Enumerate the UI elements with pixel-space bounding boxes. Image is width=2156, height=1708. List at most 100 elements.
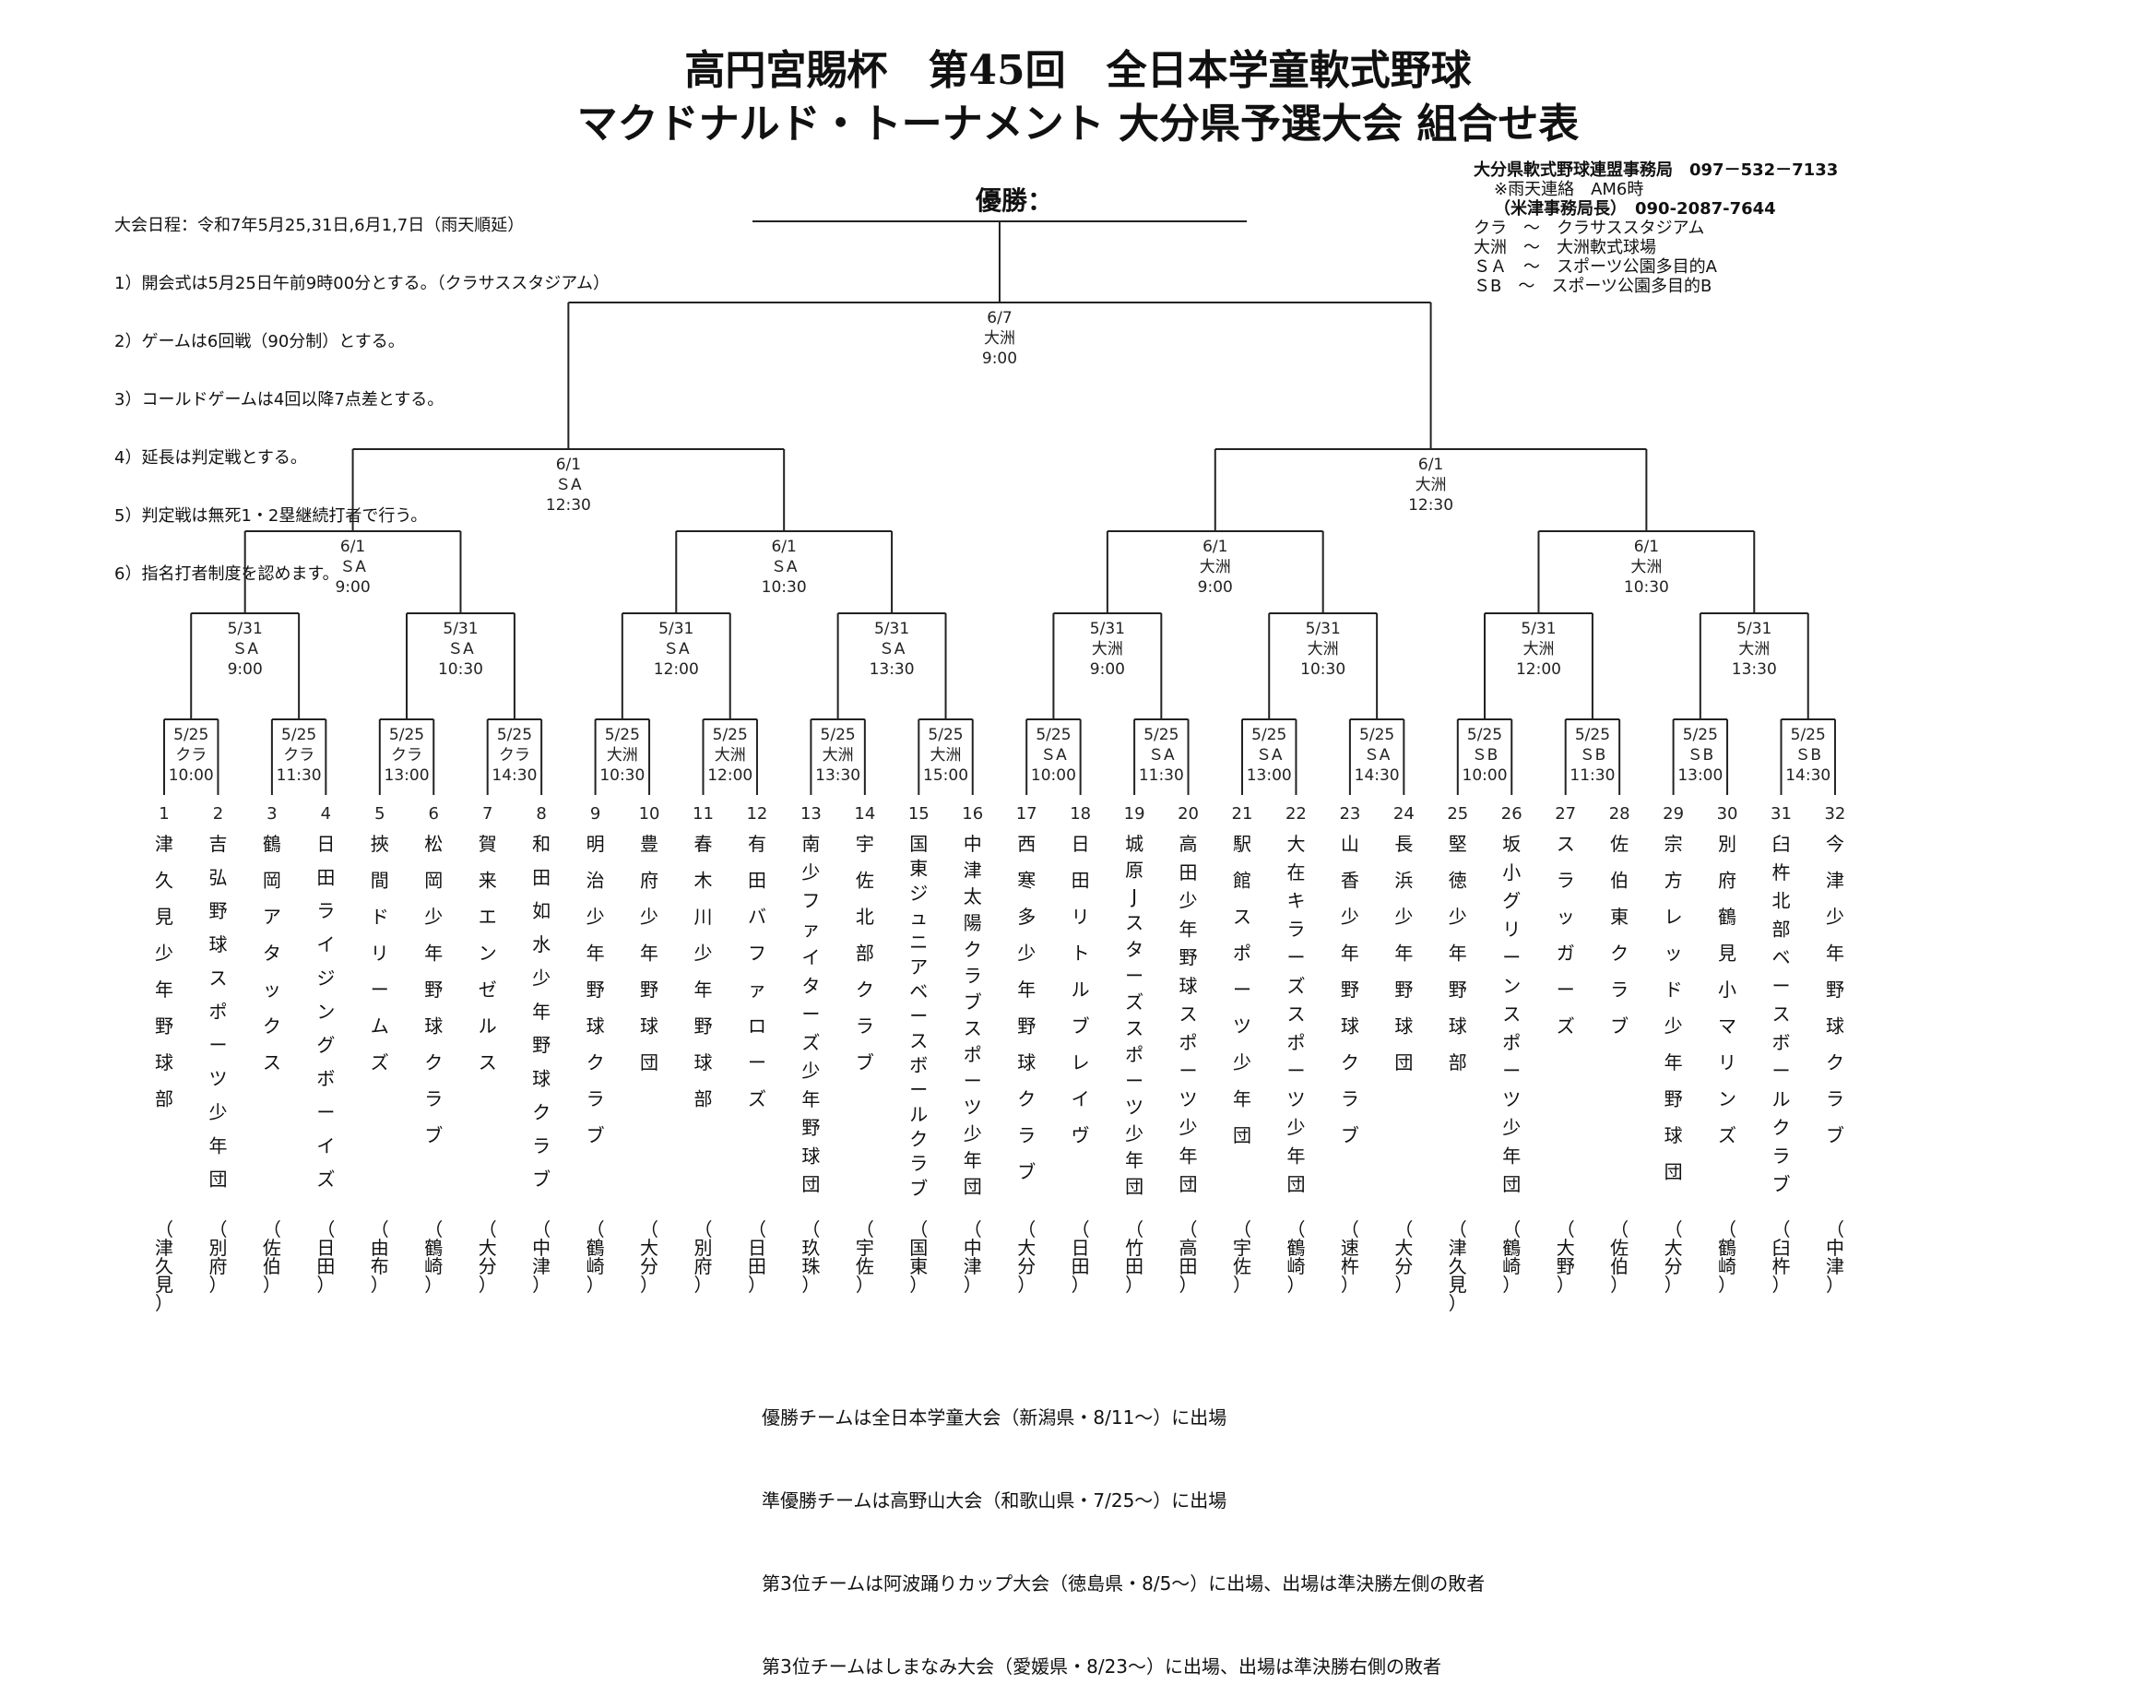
final-match-time: 9:00 [982, 350, 1017, 368]
rule-line: 5）判定戦は無死1・2塁継続打者で行う。 [114, 506, 428, 526]
team-area: （鶴崎） [424, 1218, 443, 1296]
team-number: 25 [1447, 804, 1468, 824]
team-number: 18 [1070, 804, 1091, 824]
team-name: 佐伯東クラブ [1610, 833, 1629, 1038]
semifinal-match-date: 6/1 [1418, 456, 1443, 474]
round1-match-time: 11:30 [1570, 766, 1615, 785]
team-number: 30 [1717, 804, 1738, 824]
round2-match-date: 5/31 [1521, 620, 1556, 638]
round1-match-venue: クラ [499, 746, 530, 765]
team-name: 西寒多少年野球クラブ [1017, 833, 1036, 1183]
team-number: 28 [1609, 804, 1630, 824]
team-name: 春木川少年野球部 [694, 833, 713, 1110]
round1-match-time: 13:00 [1677, 766, 1723, 785]
team-area: （大分） [640, 1218, 658, 1296]
team-area: （速杵） [1341, 1218, 1359, 1296]
round2-match-date: 5/31 [1090, 620, 1125, 638]
team-name: 鶴岡アタックス [263, 833, 281, 1073]
round1-match-venue: ＳB [1580, 746, 1606, 765]
champion-label: 優勝： [975, 185, 1053, 216]
team-number: 16 [962, 804, 983, 824]
team-name: 宗方レッド少年野球団 [1664, 833, 1683, 1183]
round2-match-venue: ＳA [663, 640, 690, 658]
quarterfinal-match-time: 10:30 [762, 578, 807, 597]
team-area: （鶴崎） [1718, 1218, 1736, 1296]
round1-match-date: 5/25 [713, 726, 748, 744]
team-number: 8 [536, 804, 546, 824]
team-name: 宇佐北部クラブ [856, 833, 874, 1073]
qualification-notes: 優勝チームは全日本学童大会（新潟県・8/11～）に出場 準優勝チームは高野山大会… [762, 1348, 1485, 1708]
round1-match-time: 11:30 [277, 766, 322, 785]
team-number: 10 [639, 804, 660, 824]
round1-match-time: 14:30 [1355, 766, 1400, 785]
team-area: （別府） [208, 1218, 227, 1296]
team-number: 1 [159, 804, 169, 824]
team-area: （宇佐） [1233, 1218, 1251, 1296]
quarterfinal-match-date: 6/1 [1634, 538, 1659, 556]
quarterfinal-match-venue: 大洲 [1200, 558, 1231, 576]
note-line: 準優勝チームは高野山大会（和歌山県・7/25～）に出場 [762, 1489, 1227, 1512]
round1-match-venue: ＳB [1795, 746, 1821, 765]
quarterfinal-match-venue: 大洲 [1630, 558, 1662, 576]
round2-match-time: 10:30 [438, 660, 483, 679]
note-line: 第3位チームはしまなみ大会（愛媛県・8/23～）に出場、出場は準決勝右側の敗者 [762, 1655, 1442, 1678]
round1-match-time: 13:30 [815, 766, 860, 785]
semifinal-match-venue: 大洲 [1416, 476, 1447, 494]
title-line-1: 高円宮賜杯 第45回 全日本学童軟式野球 [684, 47, 1472, 94]
round1-match-venue: 大洲 [607, 746, 638, 765]
team-number: 27 [1555, 804, 1576, 824]
team-area: （中津） [532, 1218, 551, 1296]
note-line: 優勝チームは全日本学童大会（新潟県・8/11～）に出場 [762, 1406, 1227, 1429]
team-number: 15 [908, 804, 930, 824]
venue-legend-item: ＳB ～ スポーツ公園多目的B [1474, 277, 1712, 296]
tournament-bracket: 5/25クラ10:005/25クラ11:305/25クラ13:005/25クラ1… [155, 220, 1845, 1314]
round1-match-date: 5/25 [497, 726, 532, 744]
team-name: 吉弘野球スポーツ少年団 [208, 833, 227, 1191]
team-area: （別府） [694, 1218, 713, 1296]
team-number: 26 [1501, 804, 1522, 824]
team-area: （高田） [1179, 1218, 1198, 1296]
title-line-2: マクドナルド・トーナメント 大分県予選大会 組合せ表 [576, 101, 1580, 148]
round1-match-venue: クラ [283, 746, 314, 765]
team-area: （日田） [1072, 1218, 1090, 1296]
rule-line: 4）延長は判定戦とする。 [114, 448, 307, 468]
team-number: 11 [693, 804, 714, 824]
team-name: 国東ジュニアベースボールクラブ [909, 833, 928, 1199]
round1-match-venue: クラ [391, 746, 422, 765]
semifinal-match-venue: ＳA [555, 476, 582, 494]
team-name: 松岡少年野球クラブ [424, 833, 443, 1146]
team-number: 31 [1771, 804, 1792, 824]
team-area: （大分） [1664, 1218, 1683, 1296]
team-number: 14 [854, 804, 875, 824]
round2-match-venue: ＳA [879, 640, 906, 658]
rule-line: 6）指名打者制度を認めます。 [114, 564, 339, 584]
round2-match-venue: 大洲 [1308, 640, 1339, 658]
team-number: 24 [1393, 804, 1415, 824]
team-name: 日田ライジングボーイズ [316, 833, 335, 1191]
semifinal-match-time: 12:30 [1408, 496, 1453, 515]
team-name: 日田リトルブレイヴ [1072, 833, 1090, 1146]
team-name: 賀来エンゼルス [479, 833, 497, 1073]
round1-match-date: 5/25 [1251, 726, 1286, 744]
round1-match-venue: ＳB [1472, 746, 1499, 765]
round1-match-time: 10:30 [599, 766, 645, 785]
round2-match-date: 5/31 [874, 620, 909, 638]
semifinal-match-date: 6/1 [556, 456, 581, 474]
team-area: （玖珠） [801, 1218, 820, 1296]
contact-info: 大分県軟式野球連盟事務局 097－532－7133 ※雨天連絡 AM6時 （米津… [1474, 160, 1838, 296]
round2-match-date: 5/31 [443, 620, 478, 638]
team-area: （臼杵） [1772, 1218, 1791, 1296]
team-number: 21 [1232, 804, 1253, 824]
team-area: （佐伯） [263, 1218, 281, 1296]
round1-match-venue: ＳA [1256, 746, 1283, 765]
round1-match-date: 5/25 [173, 726, 208, 744]
team-number: 6 [429, 804, 439, 824]
venue-legend-item: クラ ～ クラサススタジアム [1474, 219, 1705, 238]
round1-match-time: 14:30 [492, 766, 537, 785]
venue-legend-item: ＳＡ ～ スポーツ公園多目的A [1474, 257, 1717, 277]
team-name: 長浜少年野球団 [1394, 833, 1413, 1073]
round2-match-venue: 大洲 [1738, 640, 1770, 658]
round1-match-venue: ＳB [1687, 746, 1713, 765]
team-area: （日田） [748, 1218, 766, 1296]
team-number: 17 [1016, 804, 1037, 824]
